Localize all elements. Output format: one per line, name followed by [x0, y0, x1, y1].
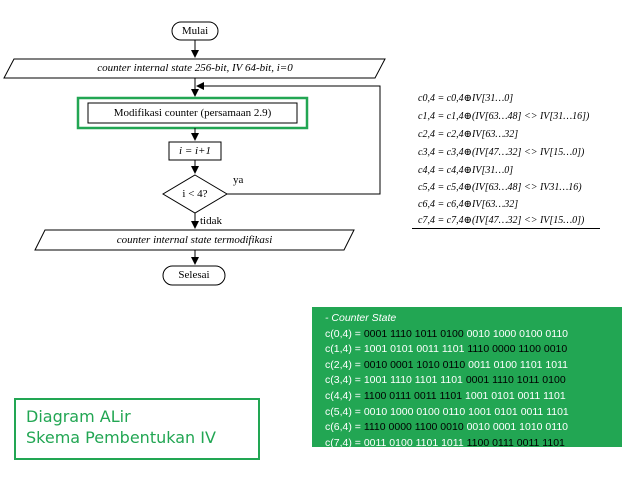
counter-state-word-b: 0010 0001 1010 0110 [466, 421, 568, 434]
counter-state-title: - Counter State [325, 312, 397, 324]
output-parallelogram [34, 229, 355, 251]
counter-state-word-a: 1110 0000 1100 0010 [363, 421, 464, 434]
counter-state-word-b: 1110 0000 1100 0010 [467, 343, 568, 356]
counter-state-label: c(2,4) = [325, 358, 364, 371]
counter-state-label: c(0,4) = [325, 327, 364, 340]
caption-line1: Diagram ALir [26, 407, 131, 426]
equation-4: c4,4 = c4,4⊕IV[31…0] [418, 165, 514, 176]
end-terminator [162, 265, 226, 286]
process-label: Modifikasi counter (persamaan 2.9) [113, 107, 272, 119]
equation-1: c1,4 = c1,4⊕(IV[63…48] <> IV[31…16]) [418, 111, 590, 122]
counter-state-word-a: 0010 1000 0100 0110 [363, 405, 466, 418]
yes-label: ya [233, 174, 244, 186]
counter-state-word-b: 1001 0101 0011 1101 [468, 405, 569, 418]
counter-state-row: c(0,4) = 0001 1110 1011 0100 0010 1000 0… [325, 327, 622, 343]
caption-line2: Skema Pembentukan IV [26, 428, 216, 447]
counter-state-label: c(1,4) = [325, 343, 364, 356]
output-label: counter internal state termodifikasi [116, 234, 273, 246]
decision-label: i < 4? [182, 188, 208, 200]
counter-state-label: c(7,4) = [325, 436, 364, 449]
counter-state-row: c(5,4) = 0010 1000 0100 0110 1001 0101 0… [325, 405, 622, 421]
counter-state-word-a: 0001 1110 1011 0100 [363, 327, 464, 340]
equations-underline [412, 228, 600, 229]
counter-state-label: c(5,4) = [325, 405, 364, 418]
equation-3: c3,4 = c3,4⊕(IV[47…32] <> IV[15…0]) [418, 147, 585, 158]
equation-7: c7,4 = c7,4⊕(IV[47…32] <> IV[15…0]) [418, 215, 585, 226]
counter-state-row: c(4,4) = 1100 0111 0011 1101 1001 0101 0… [325, 389, 622, 405]
counter-state-row: c(2,4) = 0010 0001 1010 0110 0011 0100 1… [325, 358, 622, 374]
increment-label: i = i+1 [179, 145, 211, 157]
counter-state-word-a: 0010 0001 1010 0110 [363, 358, 466, 371]
process-highlight-frame [76, 96, 309, 130]
no-label: tidak [200, 215, 222, 227]
counter-state-word-a: 1100 0111 0011 1101 [363, 389, 463, 402]
counter-state-label: c(4,4) = [325, 389, 364, 402]
input-parallelogram [3, 58, 386, 79]
counter-state-word-b: 0001 1110 1011 0100 [465, 374, 566, 387]
counter-state-word-b: 1100 0111 0011 1101 [466, 436, 565, 449]
equation-6: c6,4 = c6,4⊕IV[63…32] [418, 199, 519, 210]
input-label: counter internal state 256-bit, IV 64-bi… [97, 62, 293, 74]
equation-5: c5,4 = c5,4⊕(IV[63…48] <> IV31…16) [418, 182, 582, 193]
counter-state-row: c(7,4) = 0011 0100 1101 1011 1100 0111 0… [325, 436, 622, 452]
counter-state-word-a: 1001 0101 0011 1101 [363, 343, 465, 356]
counter-state-word-b: 0010 1000 0100 0110 [466, 327, 568, 340]
counter-state-label: c(6,4) = [325, 421, 364, 434]
counter-state-row: c(3,4) = 1001 1110 1101 1101 0001 1110 1… [325, 373, 622, 389]
equation-2: c2,4 = c2,4⊕IV[63…32] [418, 129, 519, 140]
counter-state-word-a: 1001 1110 1101 1101 [363, 374, 463, 387]
loop-back-line [196, 82, 381, 195]
counter-state-word-b: 1001 0101 0011 1101 [465, 389, 566, 402]
counter-state-word-b: 0011 0100 1101 1011 [468, 358, 568, 371]
end-label: Selesai [178, 269, 210, 281]
equation-0: c0,4 = c0,4⊕IV[31…0] [418, 93, 514, 104]
start-label: Mulai [181, 25, 209, 37]
counter-state-panel: - Counter State c(0,4) = 0001 1110 1011 … [312, 307, 622, 449]
counter-state-row: c(1,4) = 1001 0101 0011 1101 1110 0000 1… [325, 342, 622, 358]
counter-state-word-a: 0011 0100 1101 1011 [363, 436, 464, 449]
process-box [87, 102, 298, 124]
caption-box: Diagram ALir Skema Pembentukan IV [14, 398, 260, 460]
counter-state-row: c(6,4) = 1110 0000 1100 0010 0010 0001 1… [325, 420, 622, 436]
counter-state-label: c(3,4) = [325, 374, 364, 387]
